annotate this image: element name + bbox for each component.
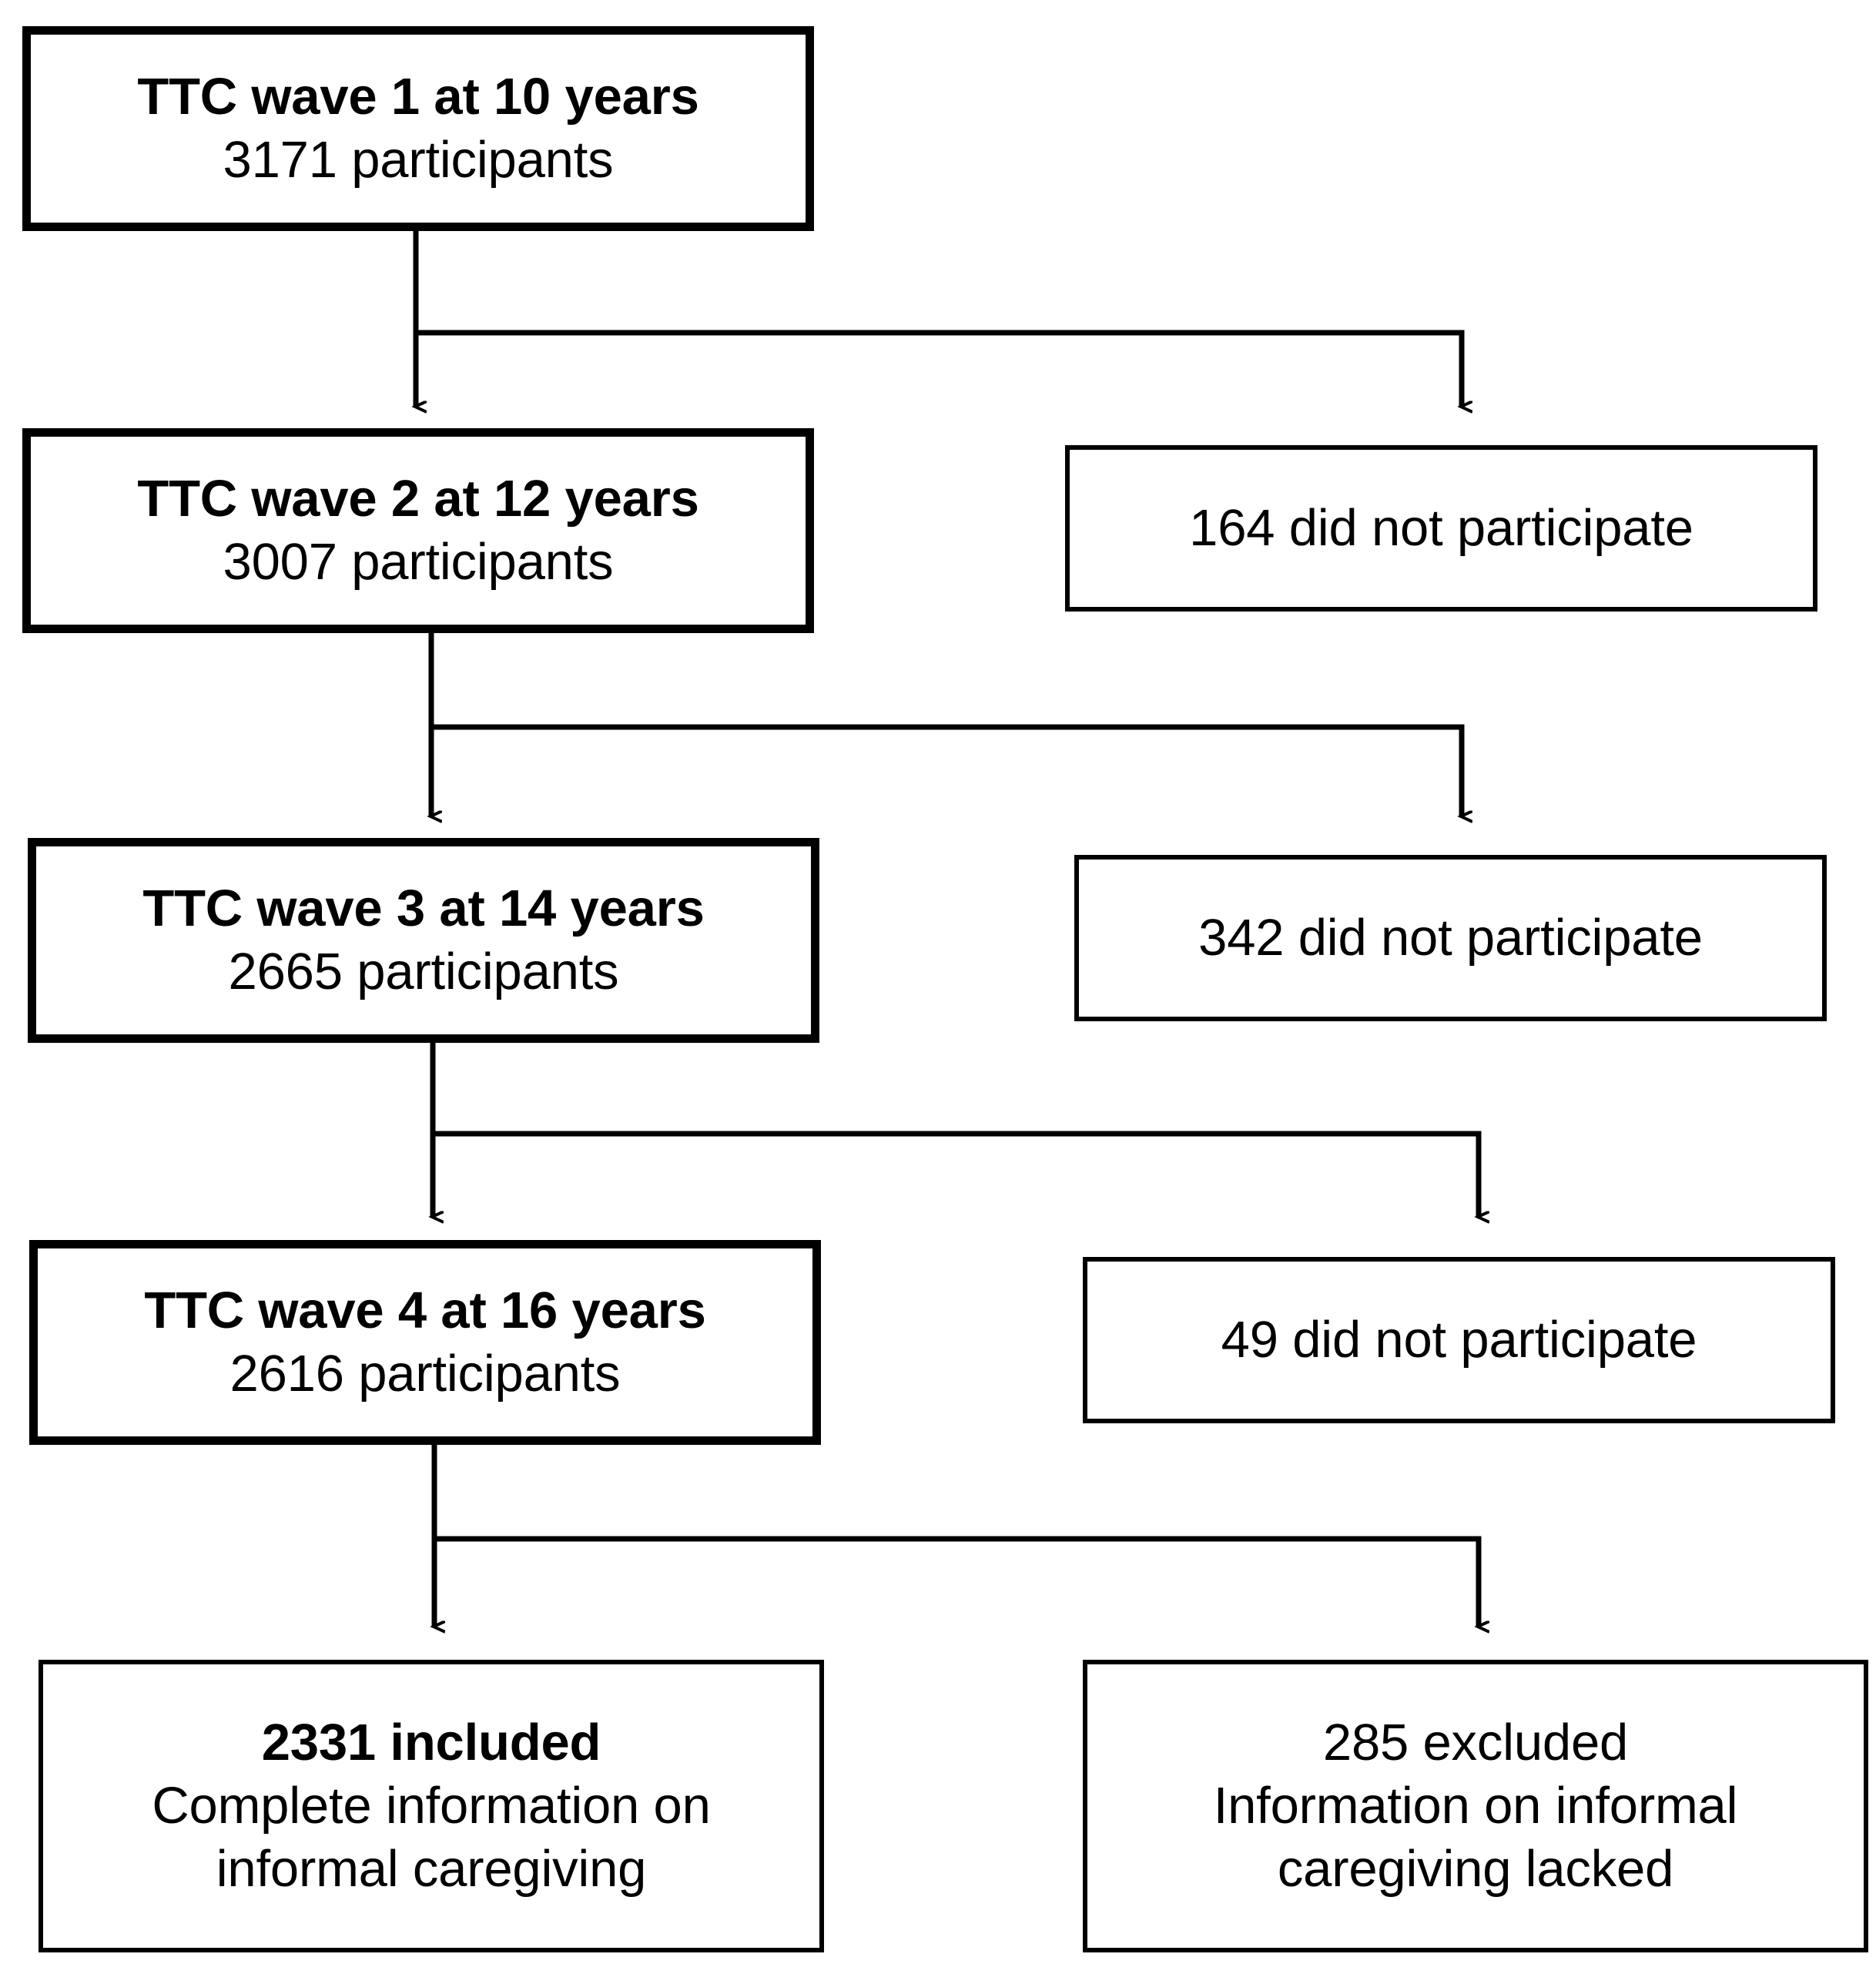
node-dropout1-label: 164 did not participate: [1189, 499, 1693, 558]
edge-wave2-dropout2: [431, 724, 1462, 816]
node-included-line2: informal caregiving: [216, 1839, 647, 1898]
node-dropout1[interactable]: 164 did not participate: [1065, 445, 1817, 612]
node-dropout2[interactable]: 342 did not participate: [1074, 855, 1827, 1021]
node-included-head: 2331 included: [261, 1714, 601, 1772]
node-included-line1: Complete information on: [152, 1777, 711, 1835]
node-wave4[interactable]: TTC wave 4 at 16 years 2616 participants: [29, 1240, 821, 1445]
node-dropout2-label: 342 did not participate: [1198, 909, 1703, 967]
node-wave3[interactable]: TTC wave 3 at 14 years 2665 participants: [28, 838, 819, 1043]
edge-wave4-excluded: [434, 1536, 1479, 1627]
node-wave1-title: TTC wave 1 at 10 years: [137, 68, 699, 126]
node-wave2[interactable]: TTC wave 2 at 12 years 3007 participants: [22, 428, 814, 633]
node-excluded-head: 285 excluded: [1322, 1714, 1629, 1772]
node-wave3-count: 2665 participants: [228, 943, 619, 1000]
node-wave3-title: TTC wave 3 at 14 years: [142, 880, 705, 938]
node-wave1-count: 3171 participants: [223, 131, 614, 189]
node-wave2-count: 3007 participants: [223, 533, 614, 591]
node-dropout3[interactable]: 49 did not participate: [1083, 1257, 1835, 1423]
node-wave2-title: TTC wave 2 at 12 years: [137, 470, 699, 528]
node-wave1[interactable]: TTC wave 1 at 10 years 3171 participants: [22, 26, 814, 231]
edge-wave1-dropout1: [416, 330, 1462, 407]
edge-wave3-dropout3: [433, 1131, 1479, 1217]
node-wave4-count: 2616 participants: [229, 1345, 621, 1403]
node-dropout3-label: 49 did not participate: [1221, 1311, 1697, 1369]
node-excluded[interactable]: 285 excluded Information on informal car…: [1083, 1660, 1868, 1952]
node-excluded-line1: Information on informal: [1213, 1777, 1738, 1835]
node-wave4-title: TTC wave 4 at 16 years: [144, 1282, 706, 1340]
node-included[interactable]: 2331 included Complete information on in…: [39, 1660, 824, 1952]
node-excluded-line2: caregiving lacked: [1277, 1839, 1674, 1898]
